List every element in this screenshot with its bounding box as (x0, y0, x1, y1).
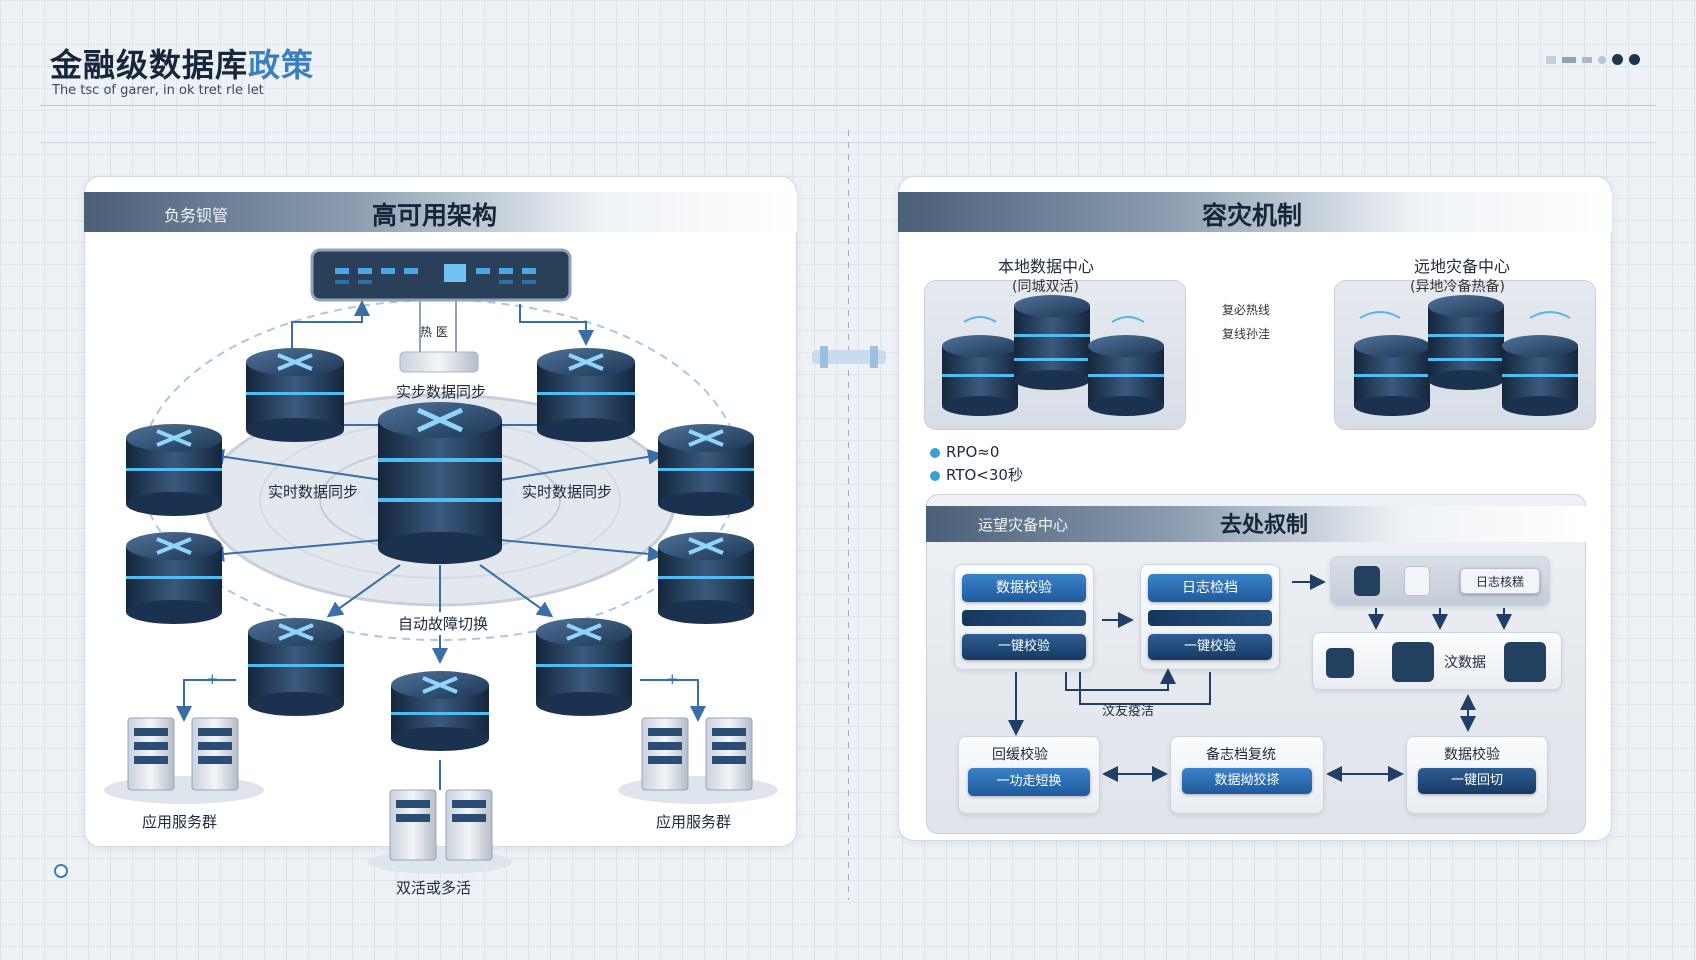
app-servers-center (368, 789, 512, 874)
plus-icon-left: + (206, 670, 219, 688)
mech-tag: 运望灾备中心 (978, 516, 1069, 534)
db-icon-3 (1392, 642, 1434, 682)
title-accent: 政策 (248, 46, 315, 84)
failover-label: 自动故障切换 (392, 612, 495, 635)
db-cluster (126, 348, 754, 751)
title-main: 金融级数据库 (50, 46, 249, 84)
bottom-card-2-title: 备志档复统 (1206, 747, 1276, 763)
remote-dc-subtitle: (异地冷备热备) (1410, 279, 1505, 295)
local-dc-title: 本地数据中心 (998, 257, 1095, 276)
sync-label-right: 实时数据同步 (522, 483, 613, 501)
mech-card-verify-progress (962, 610, 1086, 626)
sync-label-top: 实步数据同步 (396, 383, 487, 401)
log-check-button[interactable]: 日志核糕 (1460, 568, 1540, 594)
db-icon (1354, 566, 1380, 596)
window-dots (1546, 54, 1640, 65)
local-dc-subtitle: (同城双活) (1012, 279, 1079, 295)
ha-panel-header: 负务钡管 (84, 192, 797, 232)
link-label-2: 复线孙洼 (1222, 327, 1271, 341)
page-subtitle: The tsc of garer, in ok tret rle let (52, 83, 264, 98)
rpo-dot-icon (930, 447, 940, 458)
corner-marker (54, 864, 68, 878)
dr-panel-title: 容灾机制 (1202, 201, 1303, 230)
mech-card-log-action[interactable]: 一键校验 (1148, 634, 1272, 660)
panel-connector (812, 346, 886, 368)
loop-label: 汶友疫洁 (1102, 704, 1155, 719)
ha-panel-title: 高可用架构 (372, 201, 498, 230)
app-servers-right (618, 717, 778, 804)
active-active-label: 双活或多活 (396, 879, 472, 897)
link-label-1: 复必热线 (1222, 303, 1271, 317)
bottom-card-1-action[interactable]: 一功走短换 (968, 768, 1090, 796)
bottom-card-2-action[interactable]: 数据拗狡搽 (1182, 768, 1312, 794)
app-left-label: 应用服务群 (142, 813, 218, 831)
db-icon-2 (1326, 648, 1354, 678)
mech-card-log-progress (1148, 610, 1272, 626)
db-icon-light (1404, 566, 1430, 596)
app-servers-left (104, 717, 264, 804)
header-rule (40, 105, 1656, 106)
center-divider (848, 130, 849, 900)
mech-title: 去处叔制 (1220, 513, 1309, 538)
mech-card-log-title[interactable]: 日志检档 (1148, 574, 1272, 602)
mech-header: 运望灾备中心 (926, 506, 1586, 542)
rto-dot-icon (930, 470, 940, 481)
remote-dc-title: 远地灾备中心 (1414, 257, 1511, 276)
load-balancer (310, 248, 572, 302)
local-dc-servers (942, 295, 1164, 416)
db-central (378, 402, 502, 564)
bottom-card-1-title: 回缓校验 (992, 747, 1048, 763)
bottom-card-3-action[interactable]: 一键回切 (1418, 768, 1536, 794)
rpo-label: RPO≈0 (930, 443, 999, 461)
bottom-card-3-title: 数据校验 (1444, 747, 1500, 763)
mech-card-verify-action[interactable]: 一键校验 (962, 634, 1086, 660)
rto-label: RTO<30秒 (930, 464, 1023, 485)
db-icon-4 (1504, 642, 1546, 682)
dr-panel-header (898, 192, 1612, 232)
switch-device (399, 351, 479, 373)
ha-panel-tag: 负务钡管 (164, 206, 229, 225)
page-title: 金融级数据库政策 (50, 40, 314, 86)
remote-dc-servers (1354, 295, 1578, 416)
mech-card-verify-title[interactable]: 数据校验 (962, 574, 1086, 602)
app-right-label: 应用服务群 (656, 813, 732, 831)
sync-label-left: 实时数据同步 (268, 483, 359, 501)
switch-label: 热 医 (420, 325, 448, 339)
data-label: 汶数据 (1444, 655, 1486, 671)
plus-icon-right: + (666, 670, 679, 688)
